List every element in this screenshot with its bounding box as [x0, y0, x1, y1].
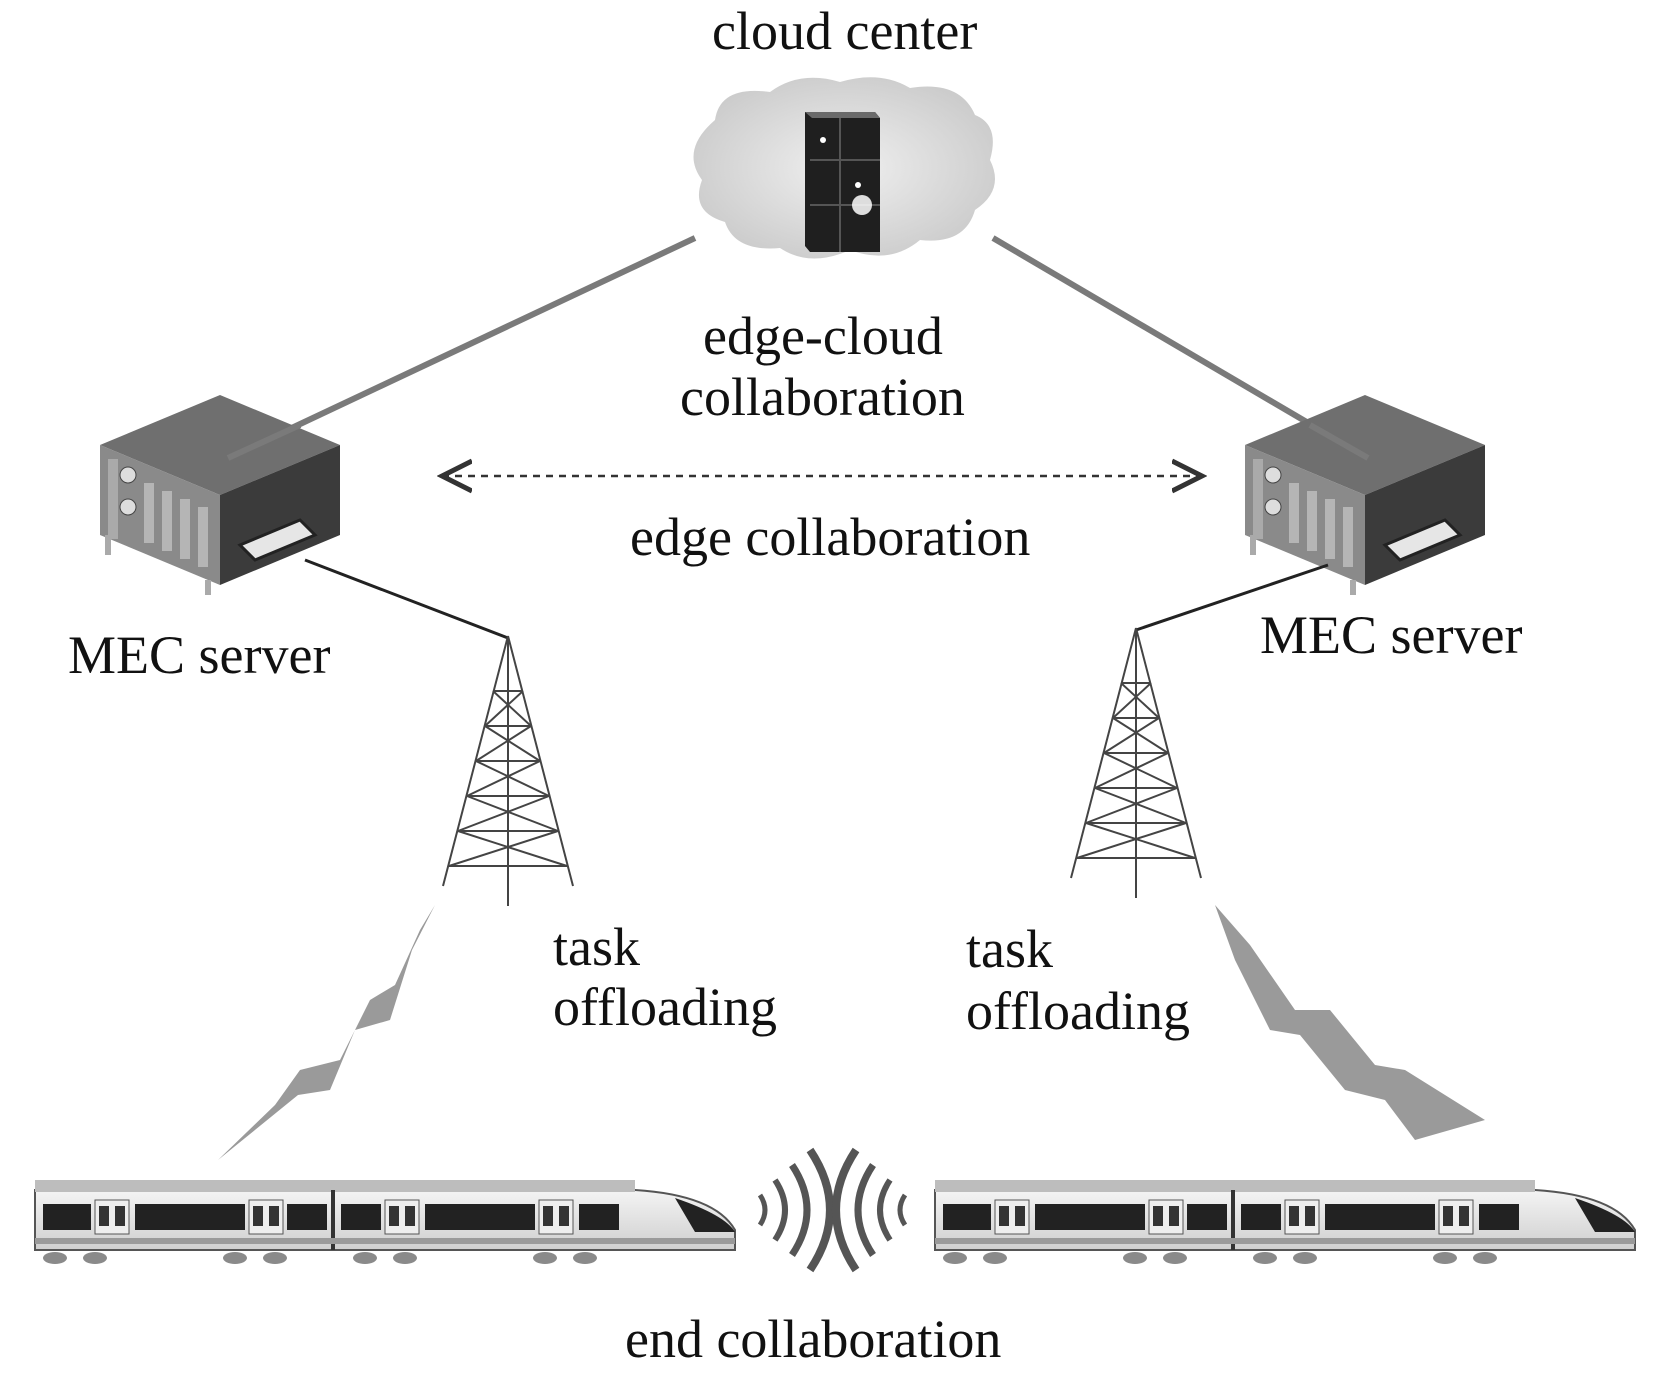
- cell-tower-icon-left: [442, 635, 574, 907]
- wireless-link-icon-left: [218, 905, 435, 1160]
- edge-cloud-link-right-overlap: [1308, 422, 1370, 461]
- end-collaboration-label: end collaboration: [625, 1309, 1002, 1369]
- train-icon-left: [33, 1178, 737, 1266]
- task-offloading-label-left-line1: task: [553, 917, 640, 977]
- cell-tower-icon-right: [1070, 627, 1202, 899]
- train-icon-right: [933, 1178, 1637, 1266]
- mec-server-label-right: MEC server: [1260, 605, 1523, 665]
- task-offloading-label-right-line1: task: [966, 919, 1053, 979]
- edge-cloud-link-left-overlap: [226, 422, 302, 461]
- mec-server-label-left: MEC server: [68, 625, 331, 685]
- wireless-link-icon-right: [1215, 905, 1485, 1140]
- cloud-server-icon: [693, 77, 995, 259]
- edge-cloud-link-left: [226, 235, 697, 461]
- cloud-center-label: cloud center: [712, 1, 978, 61]
- edge-cloud-label-line1: edge-cloud: [703, 306, 943, 366]
- server-tower-cable-right: [1135, 563, 1329, 632]
- mec-server-icon-right: [1245, 395, 1485, 595]
- task-offloading-label-left-line2: offloading: [553, 977, 777, 1037]
- signal-waves-icon: [757, 1147, 908, 1273]
- task-offloading-label-right-line2: offloading: [966, 981, 1190, 1041]
- edge-collaboration-label: edge collaboration: [630, 507, 1031, 567]
- server-tower-cable-left: [304, 558, 509, 640]
- edge-cloud-label-line2: collaboration: [680, 367, 965, 427]
